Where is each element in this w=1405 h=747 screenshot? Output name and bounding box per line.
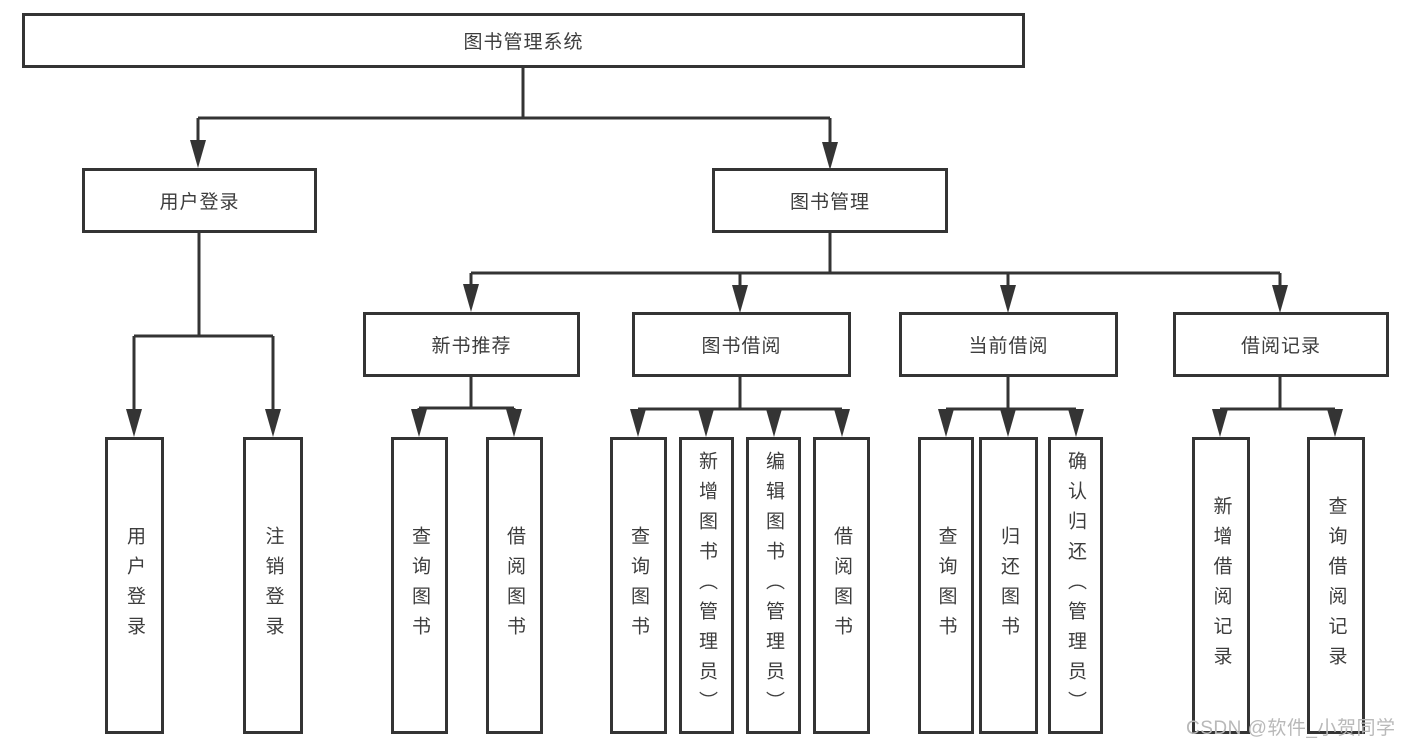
- leaf-edit-books-admin: 编辑图书（管理员）: [746, 437, 801, 734]
- leaf-borrow-books: 借阅图书: [813, 437, 870, 734]
- node-root-system: 图书管理系统: [22, 13, 1025, 68]
- leaf-logout: 注销登录: [243, 437, 303, 734]
- node-label: 用户登录: [159, 192, 240, 213]
- node-label: 图书管理系统: [463, 32, 584, 53]
- node-label: 查询借阅记录: [1325, 495, 1347, 676]
- node-label: 图书管理: [789, 192, 870, 213]
- node-label: 查询图书: [628, 525, 649, 646]
- leaf-return-books: 归还图书: [979, 437, 1038, 734]
- leaf-query-books-recommend: 查询图书: [391, 437, 448, 734]
- node-label: 归还图书: [998, 525, 1019, 646]
- node-borrowing-records: 借阅记录: [1173, 312, 1389, 377]
- csdn-watermark: CSDN @软件_小贺同学: [1186, 718, 1396, 739]
- leaf-query-books-current: 查询图书: [918, 437, 974, 734]
- leaf-query-borrow-record: 查询借阅记录: [1307, 437, 1365, 734]
- node-label: 新增借阅记录: [1210, 495, 1232, 676]
- leaf-borrow-books-recommend: 借阅图书: [486, 437, 543, 734]
- node-label: 图书借阅: [701, 336, 782, 357]
- node-user-login: 用户登录: [82, 168, 317, 233]
- node-label: 借阅图书: [831, 525, 852, 646]
- node-label: 注销登录: [262, 525, 284, 646]
- node-label: 当前借阅: [968, 336, 1049, 357]
- node-label: 确认归还（管理员）: [1065, 450, 1086, 721]
- node-label: 查询图书: [935, 525, 957, 646]
- node-label: 借阅图书: [504, 525, 525, 646]
- node-label: 查询图书: [409, 525, 430, 646]
- node-book-management: 图书管理: [712, 168, 948, 233]
- node-label: 新书推荐: [431, 336, 512, 357]
- leaf-add-books-admin: 新增图书（管理员）: [679, 437, 734, 734]
- node-label: 借阅记录: [1240, 336, 1321, 357]
- node-label: 新增图书（管理员）: [696, 450, 717, 721]
- node-label: 编辑图书（管理员）: [763, 450, 784, 721]
- node-current-borrowing: 当前借阅: [899, 312, 1118, 377]
- leaf-add-borrow-record: 新增借阅记录: [1192, 437, 1250, 734]
- node-label: 用户登录: [124, 525, 145, 646]
- leaf-query-books-borrowing: 查询图书: [610, 437, 667, 734]
- node-new-book-recommend: 新书推荐: [363, 312, 580, 377]
- leaf-confirm-return-admin: 确认归还（管理员）: [1048, 437, 1103, 734]
- node-book-borrowing: 图书借阅: [632, 312, 851, 377]
- leaf-user-login: 用户登录: [105, 437, 164, 734]
